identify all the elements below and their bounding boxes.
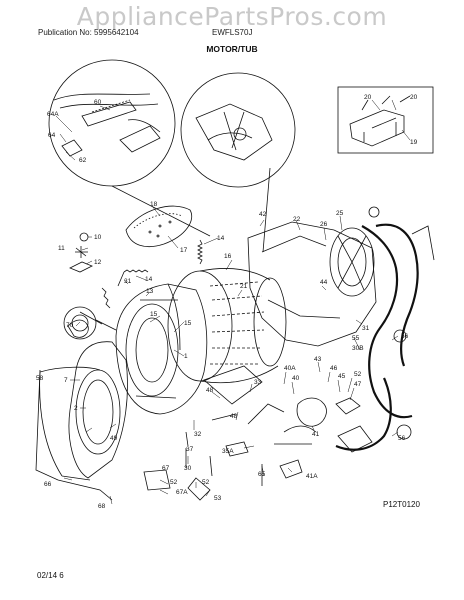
callout-13: 13	[146, 288, 154, 295]
callout-64: 64	[48, 132, 56, 139]
callout-42: 42	[259, 211, 267, 218]
part-washers	[69, 232, 93, 273]
callout-64A: 64A	[47, 111, 59, 118]
callout-16: 16	[224, 253, 232, 260]
callout-22: 22	[293, 216, 301, 223]
callout-15b: 15	[150, 311, 158, 318]
callout-52b: 52	[170, 479, 178, 486]
part-bottom-components	[35, 311, 412, 501]
callout-53: 53	[214, 495, 222, 502]
callout-43: 43	[314, 356, 322, 363]
watermark: AppliancePartsPros.com	[76, 2, 388, 31]
callout-40: 40	[292, 375, 300, 382]
callout-30: 30	[184, 465, 192, 472]
callout-48b: 48	[230, 413, 238, 420]
callout-62: 62	[79, 157, 87, 164]
callout-41A: 41A	[306, 473, 318, 480]
publication-number: Publication No: 5995642104	[38, 28, 139, 37]
callout-67: 67	[162, 465, 170, 472]
callout-52c: 52	[202, 479, 210, 486]
part-springs	[101, 239, 203, 309]
drawing-code: P12T0120	[383, 500, 420, 509]
callout-14b: 14	[145, 276, 153, 283]
callout-17: 17	[180, 247, 188, 254]
callout-56a: 56	[401, 333, 409, 340]
callout-56b: 56	[398, 435, 406, 442]
section-title: MOTOR/TUB	[206, 44, 258, 54]
leader-lines	[55, 99, 411, 505]
callout-14a: 14	[217, 235, 225, 242]
part-insulation-pad	[125, 205, 192, 247]
part-drum	[167, 268, 287, 384]
callout-12: 12	[94, 259, 102, 266]
part-rear-tub	[247, 221, 377, 347]
callout-55: 55	[352, 335, 360, 342]
callout-66: 66	[44, 481, 52, 488]
inset-switch-detail	[337, 86, 434, 154]
callout-31b: 31	[362, 325, 370, 332]
callout-19: 19	[410, 139, 418, 146]
callout-11: 11	[58, 245, 65, 252]
callout-33: 33	[254, 379, 262, 386]
callout-70: 70	[66, 322, 74, 329]
callout-7: 7	[64, 377, 68, 384]
part-pump	[203, 365, 327, 445]
revision-date: 02/14 6	[37, 571, 64, 580]
part-front-panel	[39, 341, 128, 481]
inset-bracket-detail	[48, 59, 211, 237]
callout-65: 65	[258, 471, 266, 478]
callout-15a: 15	[184, 320, 192, 327]
callout-40A: 40A	[284, 365, 296, 372]
callout-31a: 31	[124, 278, 132, 285]
callout-26: 26	[320, 221, 328, 228]
callout-45: 45	[338, 373, 346, 380]
callout-20b: 20	[410, 94, 418, 101]
callout-48a: 48	[206, 387, 214, 394]
callout-1: 1	[184, 353, 188, 360]
callout-10: 10	[94, 234, 102, 241]
callout-52a: 52	[354, 371, 362, 378]
part-drain-hose	[335, 206, 435, 451]
callout-60: 60	[94, 99, 102, 106]
inset-hinge-detail	[180, 72, 296, 253]
model-number: EWFLS70J	[212, 28, 253, 37]
callout-67A: 67A	[176, 489, 188, 496]
callout-41: 41	[312, 431, 320, 438]
callout-37: 37	[186, 446, 194, 453]
callout-35A: 35A	[222, 448, 234, 455]
callout-46: 46	[330, 365, 338, 372]
callout-2: 2	[74, 405, 78, 412]
callout-47: 47	[354, 381, 362, 388]
callout-49: 49	[110, 435, 118, 442]
callout-30B: 30B	[352, 345, 364, 352]
callout-25: 25	[336, 210, 344, 217]
callout-18: 18	[150, 201, 158, 208]
callout-44: 44	[320, 279, 328, 286]
part-front-tub	[115, 283, 208, 415]
callout-68: 68	[98, 503, 106, 510]
callout-32: 32	[194, 431, 202, 438]
part-motor-mount	[63, 306, 117, 340]
callout-58: 58	[36, 375, 44, 382]
callout-20a: 20	[364, 94, 372, 101]
callout-21: 21	[240, 283, 248, 290]
